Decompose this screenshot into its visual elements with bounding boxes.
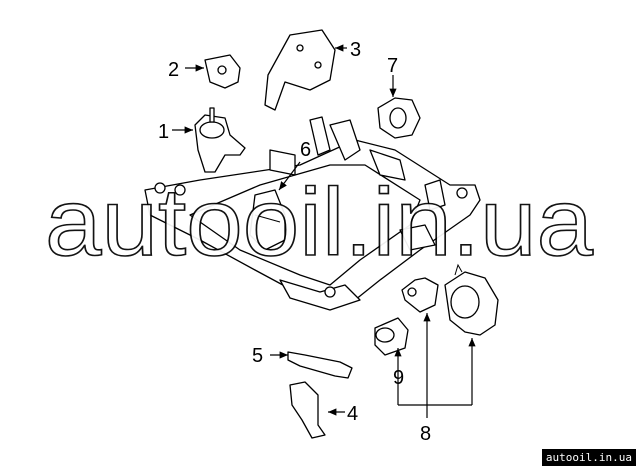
mount-part-6 [249, 189, 286, 251]
callout-2: 2 [168, 59, 179, 81]
subframe [144, 116, 481, 311]
callout-7: 7 [387, 55, 398, 77]
callout-9: 9 [393, 367, 404, 389]
bracket-part-2 [204, 54, 241, 89]
mount-part-7 [377, 97, 421, 139]
bushing-part-9 [374, 317, 409, 356]
callout-5: 5 [252, 345, 263, 367]
bracket-part-3 [264, 29, 336, 111]
mount-part-8 [401, 277, 439, 313]
callout-4: 4 [347, 403, 358, 425]
watermark-badge: autooil.in.ua [541, 449, 636, 466]
callout-3: 3 [350, 39, 361, 61]
callout-6: 6 [300, 139, 311, 161]
callout-leaders [172, 44, 476, 418]
mount-part-8b [444, 263, 499, 336]
bracket-part-4 [289, 381, 326, 439]
engine-mount-part-1 [194, 107, 246, 173]
callout-1: 1 [158, 121, 169, 143]
watermark-large: autooil.in.ua [45, 169, 594, 276]
callout-8: 8 [420, 423, 431, 445]
bracket-part-5 [287, 351, 353, 379]
